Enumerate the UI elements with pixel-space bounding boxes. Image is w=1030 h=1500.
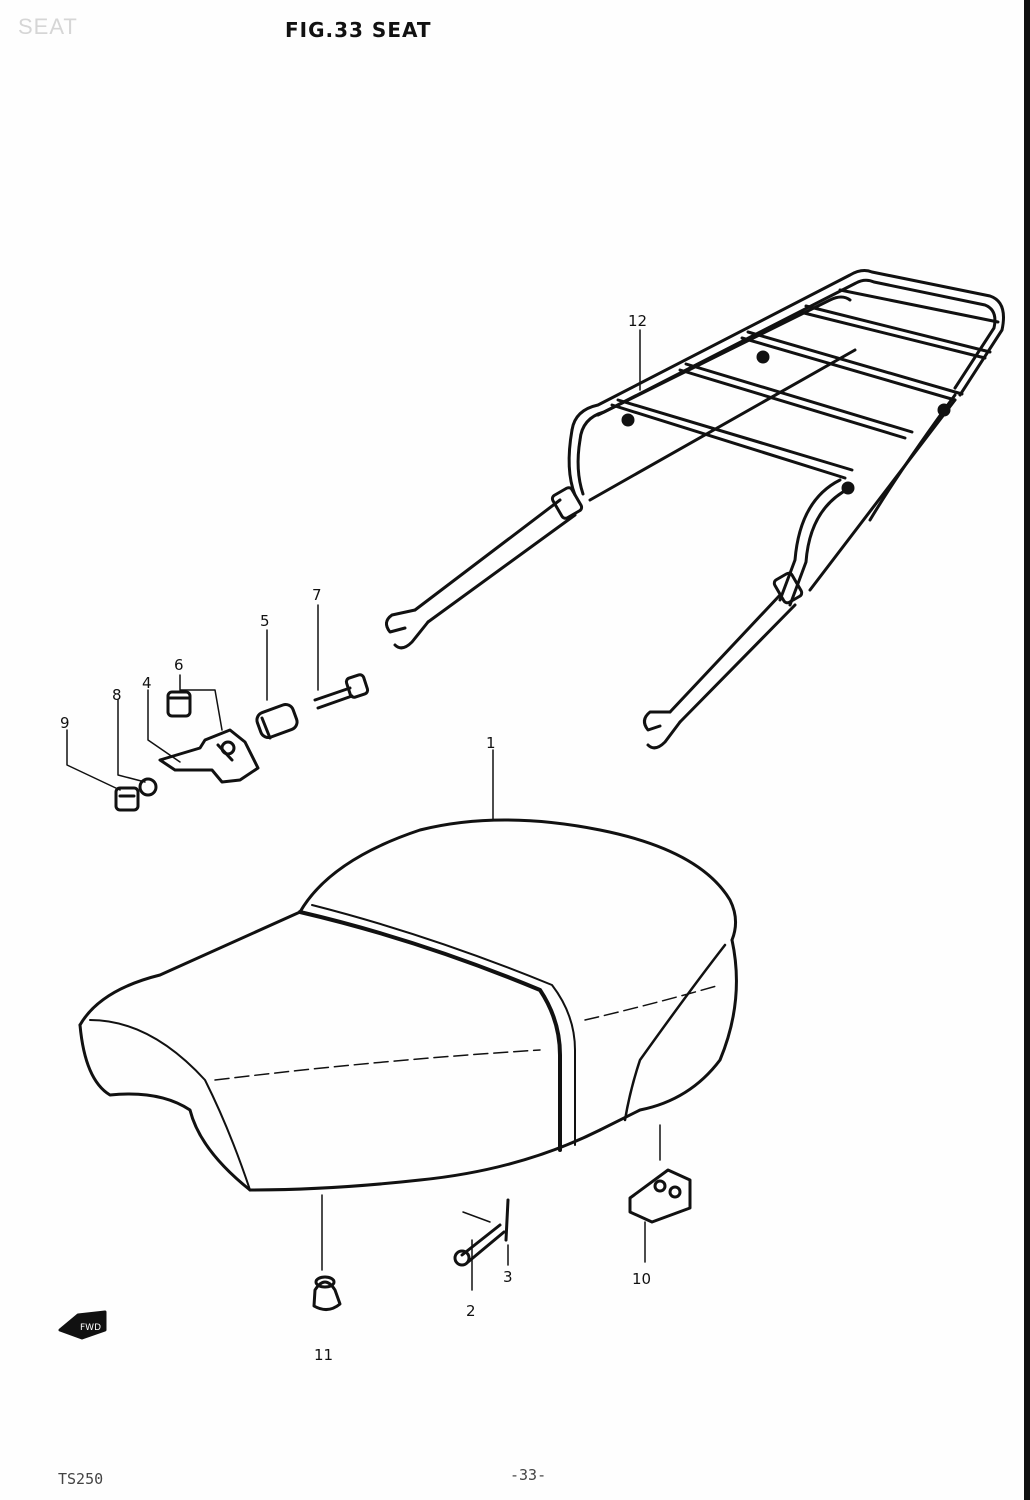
callout-5: 5 xyxy=(260,612,270,630)
callout-8: 8 xyxy=(112,686,122,704)
callout-7: 7 xyxy=(312,586,322,604)
rubber-block xyxy=(628,1168,692,1224)
seat-hinge-bracket xyxy=(158,728,260,784)
page-number: -33- xyxy=(510,1466,547,1484)
callout-6: 6 xyxy=(174,656,184,674)
lock-nut xyxy=(114,786,140,812)
seat-cushion xyxy=(312,1275,342,1311)
collar xyxy=(255,703,299,740)
figure-title: FIG.33 SEAT xyxy=(285,18,432,42)
scan-border xyxy=(1024,0,1030,1500)
hinge-nut xyxy=(166,690,192,718)
hinge-bolt xyxy=(313,673,370,710)
model-label: TS250 xyxy=(58,1470,104,1488)
seat-assembly xyxy=(78,818,738,1192)
corner-label: SEAT xyxy=(18,14,78,39)
forward-arrow-icon xyxy=(58,1310,107,1340)
callout-11: 11 xyxy=(314,1346,333,1364)
callout-1: 1 xyxy=(486,734,496,752)
cotter-pin xyxy=(504,1198,510,1242)
callout-10: 10 xyxy=(632,1270,651,1288)
callout-4: 4 xyxy=(142,674,152,692)
seat-pin xyxy=(453,1223,506,1267)
washer xyxy=(138,777,158,797)
callout-9: 9 xyxy=(60,714,70,732)
callout-2: 2 xyxy=(466,1302,476,1320)
rear-carrier-rack xyxy=(385,269,1005,750)
callout-12: 12 xyxy=(628,312,647,330)
leader-lines xyxy=(66,329,661,1291)
callout-3: 3 xyxy=(503,1268,513,1286)
forward-arrow-label: FWD xyxy=(80,1323,101,1333)
